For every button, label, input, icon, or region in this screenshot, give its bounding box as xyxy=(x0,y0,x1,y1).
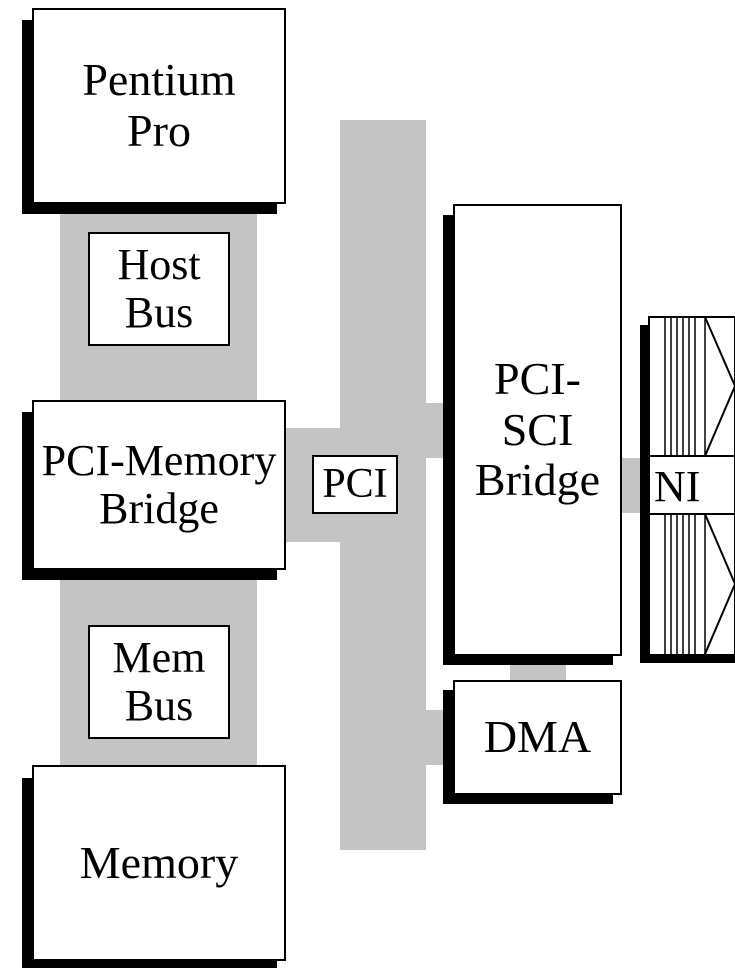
pci-bus-label-text: PCI xyxy=(322,461,388,508)
pci-memory-bridge-box: PCI-Memory Bridge xyxy=(32,400,286,570)
dma-box: DMA xyxy=(453,680,622,795)
pci-sci-bridge-label-line2: SCI xyxy=(501,403,574,455)
host-bus-label-line1: Host xyxy=(117,239,201,289)
pci-sci-bridge-label-line1: PCI- xyxy=(494,353,581,405)
pentium-pro-label-line2: Pro xyxy=(127,105,191,156)
mem-bus-label-line2: Bus xyxy=(124,681,194,730)
pci-bus-label: PCI xyxy=(312,455,398,514)
ni-lower-link-lines xyxy=(664,514,706,654)
ni-upper-chevron xyxy=(704,316,735,457)
memory-label: Memory xyxy=(79,836,239,888)
dma-label: DMA xyxy=(483,711,592,763)
pentium-pro-box: Pentium Pro xyxy=(32,8,286,204)
memory-box: Memory xyxy=(32,765,286,961)
pci-sci-bridge-label-line3: Bridge xyxy=(474,454,601,506)
host-bus-label-line2: Bus xyxy=(124,288,194,337)
mem-bus-label-line1: Mem xyxy=(112,632,206,682)
ni-upper-link-lines xyxy=(664,317,706,456)
ni-box: NI xyxy=(648,316,735,656)
host-bus-label: Host Bus xyxy=(88,232,230,346)
ni-lower-chevron xyxy=(704,513,735,655)
ni-label: NI xyxy=(654,462,700,511)
pci-memory-bridge-label-line1: PCI-Memory xyxy=(41,435,277,485)
pci-sci-bridge-box: PCI- SCI Bridge xyxy=(453,204,622,656)
mem-bus-label: Mem Bus xyxy=(88,625,230,739)
pci-memory-bridge-label-line2: Bridge xyxy=(99,484,219,533)
pentium-pro-label-line1: Pentium xyxy=(82,54,236,106)
